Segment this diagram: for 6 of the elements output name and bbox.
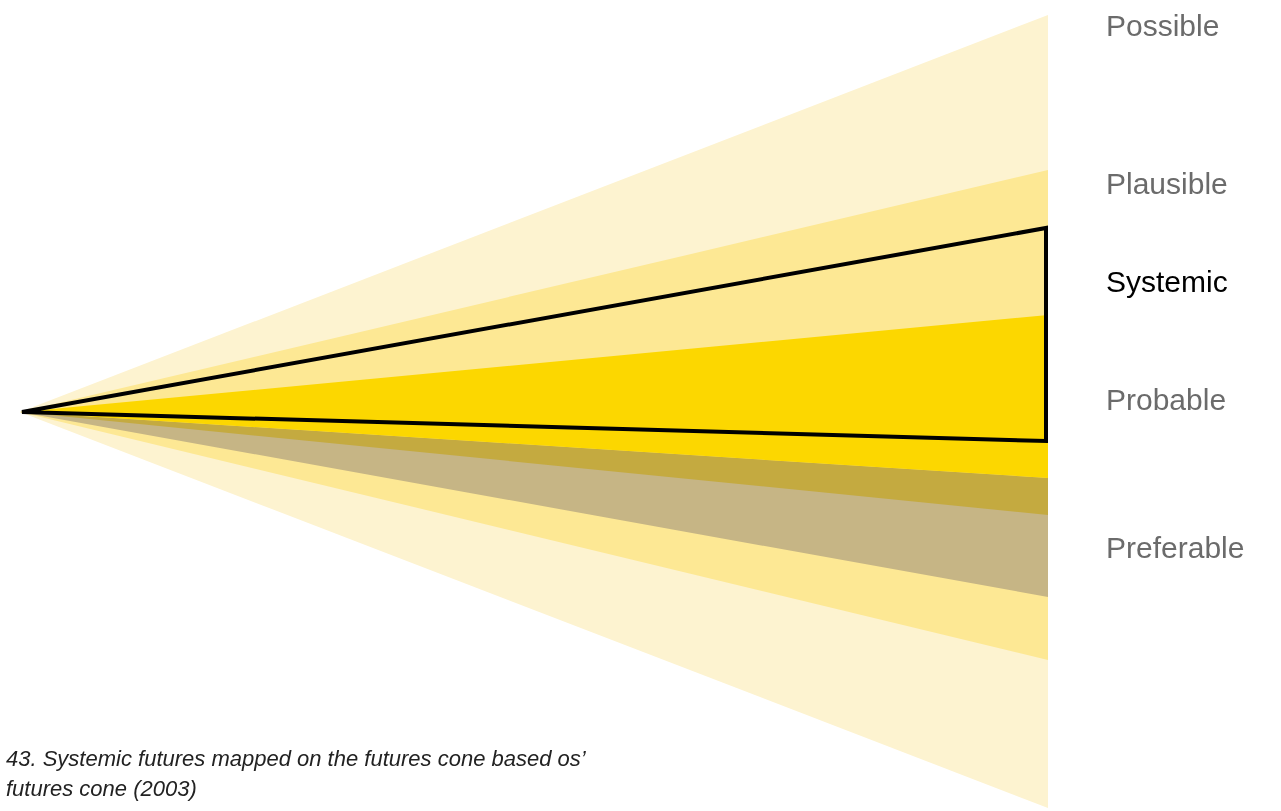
figure-caption: 43. Systemic futures mapped on the futures cone based os’ futures cone (2003) <box>6 745 587 803</box>
zone-label: Probable <box>1106 382 1227 418</box>
zone-label: Systemic <box>1106 264 1228 300</box>
zone-label: Preferable <box>1106 530 1245 566</box>
zone-label: Plausible <box>1106 166 1228 202</box>
zone-label: Possible <box>1106 8 1220 44</box>
